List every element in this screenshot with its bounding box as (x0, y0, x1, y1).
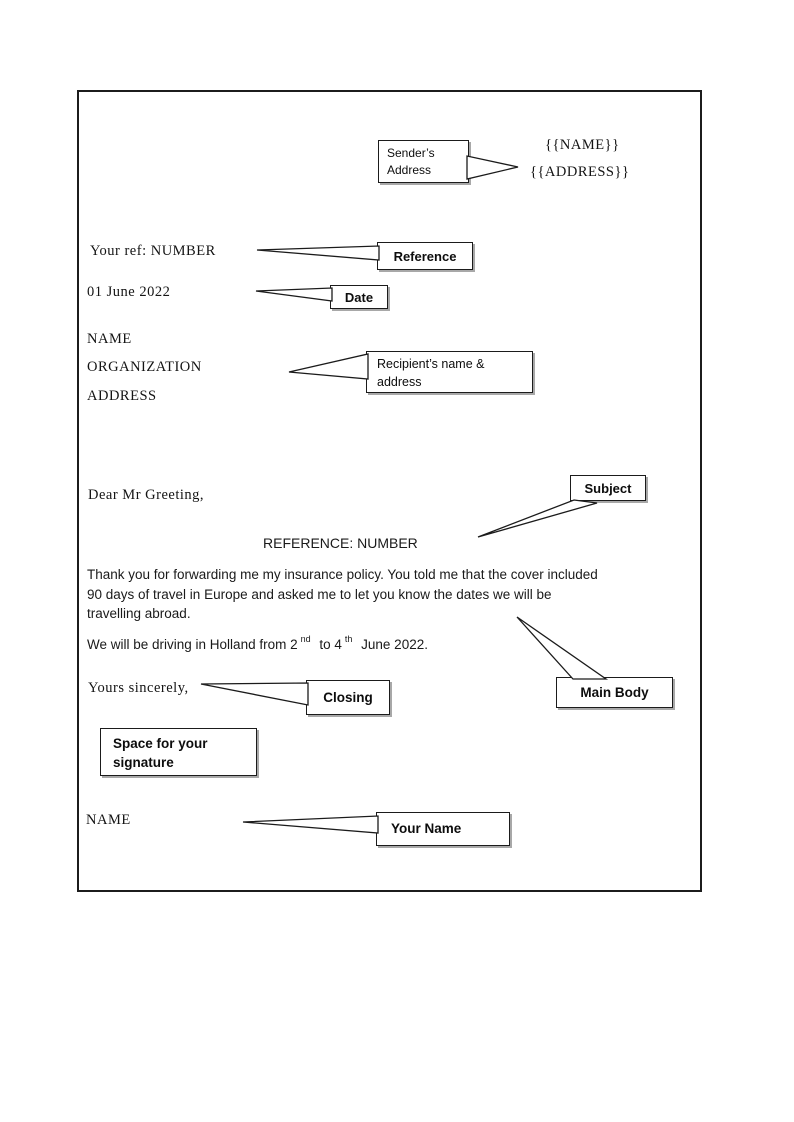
callout-recipient: Recipient’s name & address (366, 351, 533, 393)
reference-line: Your ref: NUMBER (90, 243, 216, 259)
callout-main-body: Main Body (556, 677, 673, 708)
callout-label: Space for your signature (113, 736, 208, 770)
callout-label: Recipient’s name & address (377, 357, 485, 389)
body-paragraph-2-text: to 4 (315, 637, 342, 652)
subject-line: REFERENCE: NUMBER (263, 535, 418, 551)
signature-name: NAME (86, 812, 131, 828)
body-paragraph-1: Thank you for forwarding me my insurance… (87, 567, 598, 621)
callout-label: Your Name (391, 821, 462, 836)
callout-label: Date (344, 289, 374, 305)
callout-date: Date (330, 285, 388, 309)
superscript-th: th (344, 634, 353, 644)
closing-line: Yours sincerely, (88, 680, 189, 696)
date-line: 01 June 2022 (87, 284, 171, 300)
callout-label: Sender’s Address (387, 146, 435, 177)
sender-address-placeholder: {{ADDRESS}} (530, 164, 630, 180)
callout-reference: Reference (377, 242, 473, 270)
sender-name-placeholder: {{NAME}} (545, 137, 620, 153)
callout-label: Reference (393, 248, 457, 264)
callout-closing: Closing (306, 680, 390, 715)
callout-sender-address: Sender’s Address (378, 140, 469, 183)
body-paragraph-2-text: June 2022. (357, 637, 428, 652)
callout-label: Subject (584, 480, 632, 496)
recipient-name: NAME (87, 331, 132, 347)
callout-label: Closing (323, 690, 373, 705)
recipient-organization: ORGANIZATION (87, 359, 202, 375)
recipient-address: ADDRESS (87, 388, 157, 404)
superscript-nd: nd (300, 634, 311, 644)
salutation: Dear Mr Greeting, (88, 487, 204, 503)
callout-your-name: Your Name (376, 812, 510, 846)
callout-label: Main Body (580, 685, 649, 700)
body-paragraph-2-text: We will be driving in Holland from 2 (87, 637, 298, 652)
callout-signature-space: Space for your signature (100, 728, 257, 776)
callout-subject: Subject (570, 475, 646, 501)
